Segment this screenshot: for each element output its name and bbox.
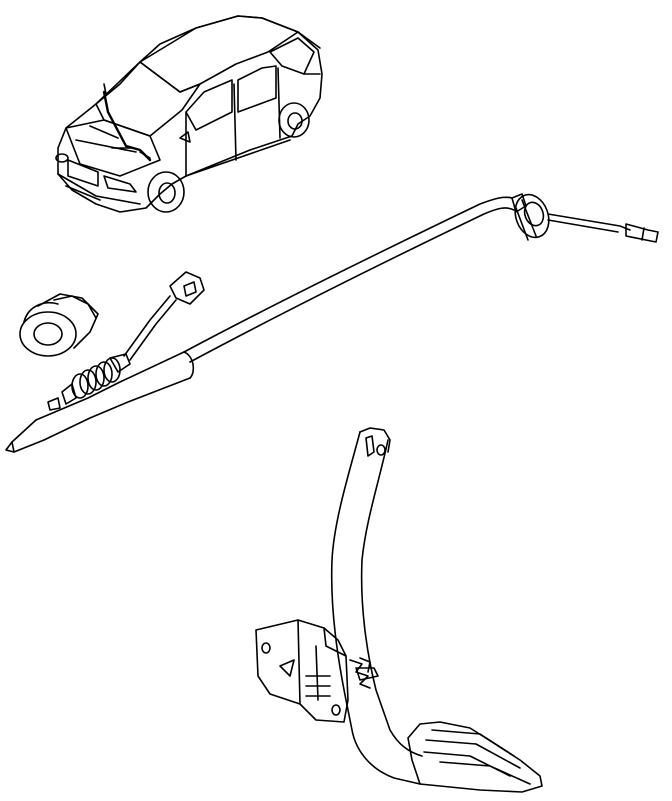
pedal-bracket-slot [306, 676, 330, 696]
car-sill [186, 140, 290, 176]
cable-grommet-engine-inner [521, 200, 546, 229]
pedal-bolt [356, 668, 378, 680]
pedal-bracket-hole-1 [262, 643, 270, 653]
cable-grommet-engine [509, 190, 554, 242]
car-front-wheel-hub [159, 183, 175, 203]
car-rear-glass [270, 38, 314, 74]
car-headlight-left [56, 154, 68, 162]
grommet-flange-inner [34, 323, 62, 345]
car-cable-routing [104, 92, 150, 160]
pedal-bracket-hole-2 [332, 705, 340, 715]
car-mirror [180, 132, 190, 142]
cable-adjuster-nut [62, 384, 76, 404]
pedal-bracket-outline [256, 620, 348, 722]
cable-sheath-top [184, 197, 512, 352]
pedal-pad-ribs [424, 730, 530, 784]
cable-branch-wire [124, 296, 170, 356]
pedal-pad-outline [408, 722, 542, 792]
car-rear-wheel-hub [288, 113, 302, 129]
cable-rod-tip [6, 442, 14, 452]
pedal-arm-slot [366, 436, 374, 456]
cable-tube-end [184, 352, 193, 378]
car-hood-crease [76, 126, 136, 152]
grommet-part [20, 294, 98, 356]
accelerator-cable-assembly [6, 190, 658, 452]
car-front-window [186, 80, 232, 130]
grommet-flange [20, 312, 76, 356]
car-bumper [58, 174, 140, 204]
pedal-arm-front [332, 432, 420, 784]
pedal-arm-back [362, 440, 422, 756]
car-antenna [104, 84, 106, 94]
accelerator-pedal-part [256, 428, 542, 792]
grommet-rim [24, 303, 58, 322]
grommet-body-2 [54, 296, 96, 318]
car-headlight-right [104, 176, 136, 192]
car-rear-wheel [279, 103, 309, 137]
cable-engine-nipple [626, 224, 658, 242]
vehicle-illustration [56, 16, 322, 212]
cable-pedal-rod [12, 420, 44, 452]
car-body-outline [58, 16, 322, 212]
cable-nipple-line [642, 228, 644, 240]
cable-grommet-ribs [516, 200, 536, 240]
car-front-wheel [148, 172, 184, 212]
cable-inner-wire-engine-2 [548, 220, 618, 232]
cable-small-connector [170, 272, 204, 304]
cable-tube-bottom [44, 378, 190, 440]
pedal-bolt-head [360, 658, 370, 672]
car-grille [68, 160, 98, 186]
pedal-bracket-arrow [280, 660, 294, 676]
cable-clip [48, 398, 60, 410]
pedal-spring [350, 660, 370, 688]
cable-small-connector-detail [184, 282, 196, 296]
cable-tube-top [36, 352, 184, 420]
cable-branch-wire-2 [130, 300, 176, 360]
pedal-pivot-hole [377, 445, 385, 455]
car-tail [298, 32, 320, 74]
cable-sheath-bottom [190, 208, 514, 362]
pedal-arm-top [360, 428, 390, 452]
car-windshield [96, 62, 200, 136]
pedal-bracket-flange [298, 620, 346, 704]
car-rear-window [238, 66, 276, 112]
